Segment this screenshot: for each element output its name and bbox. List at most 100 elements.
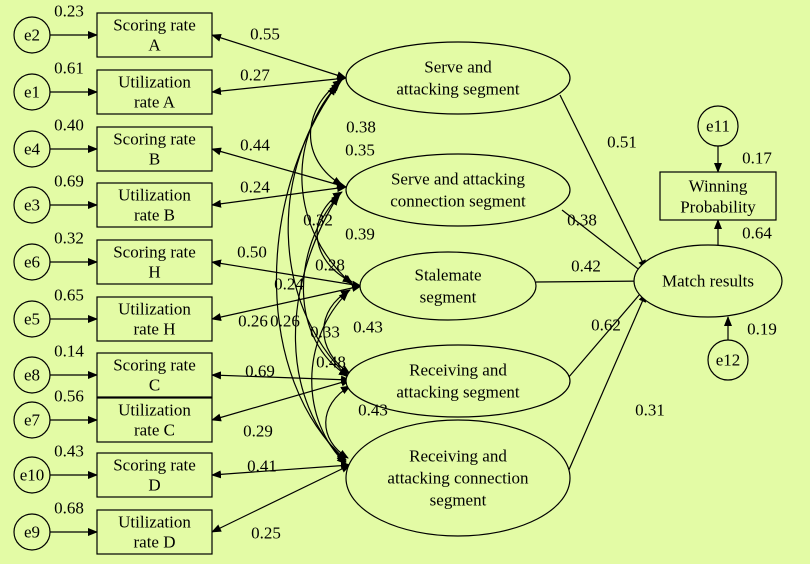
loading-value: 0.29 [243,422,273,441]
observed-box-scoring_a [96,12,213,58]
correlation-value: 0.33 [310,323,340,342]
latent-label: attacking segment [396,383,519,402]
observed-box-scoring_b [96,126,213,172]
error-value: 0.19 [747,320,777,339]
error-value: 0.68 [54,499,84,518]
latent-label: Receiving and [409,361,507,380]
loading-arrow [211,74,347,96]
latent-label: segment [430,491,487,510]
error-node-e10 [13,456,51,494]
error-value: 0.40 [54,116,84,135]
error-label: e9 [24,523,40,542]
error-node-e6 [13,243,51,281]
correlation-value: 0.48 [316,353,346,372]
observed-label-line2: rate B [134,206,175,225]
structural-arrow [535,277,647,286]
latent-ellipse-serve_attack [345,41,571,115]
error-node-e2 [13,16,51,54]
correlation-curve [275,85,347,461]
loading-value: 0.25 [251,524,281,543]
error-label: e11 [706,117,730,136]
error-node-e3 [13,186,51,224]
outcome-label: Match results [662,272,754,291]
error-value: 0.69 [54,172,84,191]
error-label: e1 [24,83,40,102]
path-value: 0.42 [571,257,601,276]
error-node-e8 [13,356,51,394]
observed-box-scoring_c [96,352,213,398]
observed-label-line1: Scoring rate [113,356,196,375]
correlation-curve [302,193,349,377]
error-node-e12 [707,339,749,381]
observed-label-line2: rate A [134,93,176,112]
latent-ellipse-stalemate [359,251,537,321]
observed-label-line1: Scoring rate [113,16,196,35]
path-value: 0.62 [591,316,621,335]
error-node-e5 [13,300,51,338]
loading-arrow [211,461,351,479]
error-node-e1 [13,73,51,111]
path-value: 0.31 [635,401,665,420]
path-value: 0.64 [742,224,772,243]
observed-label-line2: C [149,376,160,395]
correlation-value: 0.38 [346,118,376,137]
loading-arrow [211,147,347,189]
observed-label-line1: Scoring rate [113,130,196,149]
path-value: 0.51 [607,133,637,152]
observed-label-line2: rate D [133,533,175,552]
loading-value: 0.41 [247,457,277,476]
loading-arrow [211,378,351,422]
loading-value: 0.26 [238,312,268,331]
observed-label-line2: rate C [134,421,175,440]
structural-arrow [567,292,647,473]
error-value: 0.56 [54,387,84,406]
structural-arrow [567,286,647,379]
correlation-value: 0.24 [274,275,304,294]
loading-value: 0.24 [240,178,270,197]
error-label: e7 [24,411,41,430]
observed-box-scoring_h [96,239,213,285]
correlation-curve [294,195,347,463]
latent-ellipse-serve_attack_conn [345,153,571,227]
loading-value: 0.27 [240,66,270,85]
error-node-e9 [13,513,51,551]
error-value: 0.65 [54,286,84,305]
path-value: 0.38 [567,211,597,230]
correlation-value: 0.35 [345,141,375,160]
loading-arrow [211,33,347,80]
loading-arrow [211,371,351,384]
latent-label: Receiving and [409,447,507,466]
observed-box-util_b [96,182,213,228]
observed-label-line2: D [148,476,160,495]
observed-box-util_c [96,397,213,443]
correlation-value: 0.43 [358,401,388,420]
correlation-curve [311,291,349,465]
correlation-value: 0.26 [270,312,300,331]
correlation-value: 0.32 [303,211,333,230]
observed-label-line1: Scoring rate [113,456,196,475]
error-value: 0.61 [54,59,84,78]
error-label: e10 [20,466,45,485]
loading-value: 0.44 [240,136,270,155]
observed-label-line1: Utilization [118,513,191,532]
loading-arrow [211,464,351,533]
error-label: e4 [24,140,41,159]
latent-label: connection segment [390,192,526,211]
error-node-e11 [697,105,739,147]
observed-label-line1: Utilization [118,401,191,420]
observed-label-line2: rate H [133,320,175,339]
final-label-line1: Winning [689,177,748,196]
latent-label: attacking segment [396,80,519,99]
correlation-value: 0.28 [315,256,345,275]
observed-box-util_h [96,296,213,342]
latent-label: attacking connection [387,469,529,488]
final-box [659,171,777,221]
structural-arrow [559,94,647,270]
edges-layer [50,31,732,536]
error-value: 0.17 [742,149,772,168]
loading-value: 0.69 [245,362,275,381]
observed-box-scoring_d [96,452,213,498]
latent-label: Stalemate [414,266,481,285]
